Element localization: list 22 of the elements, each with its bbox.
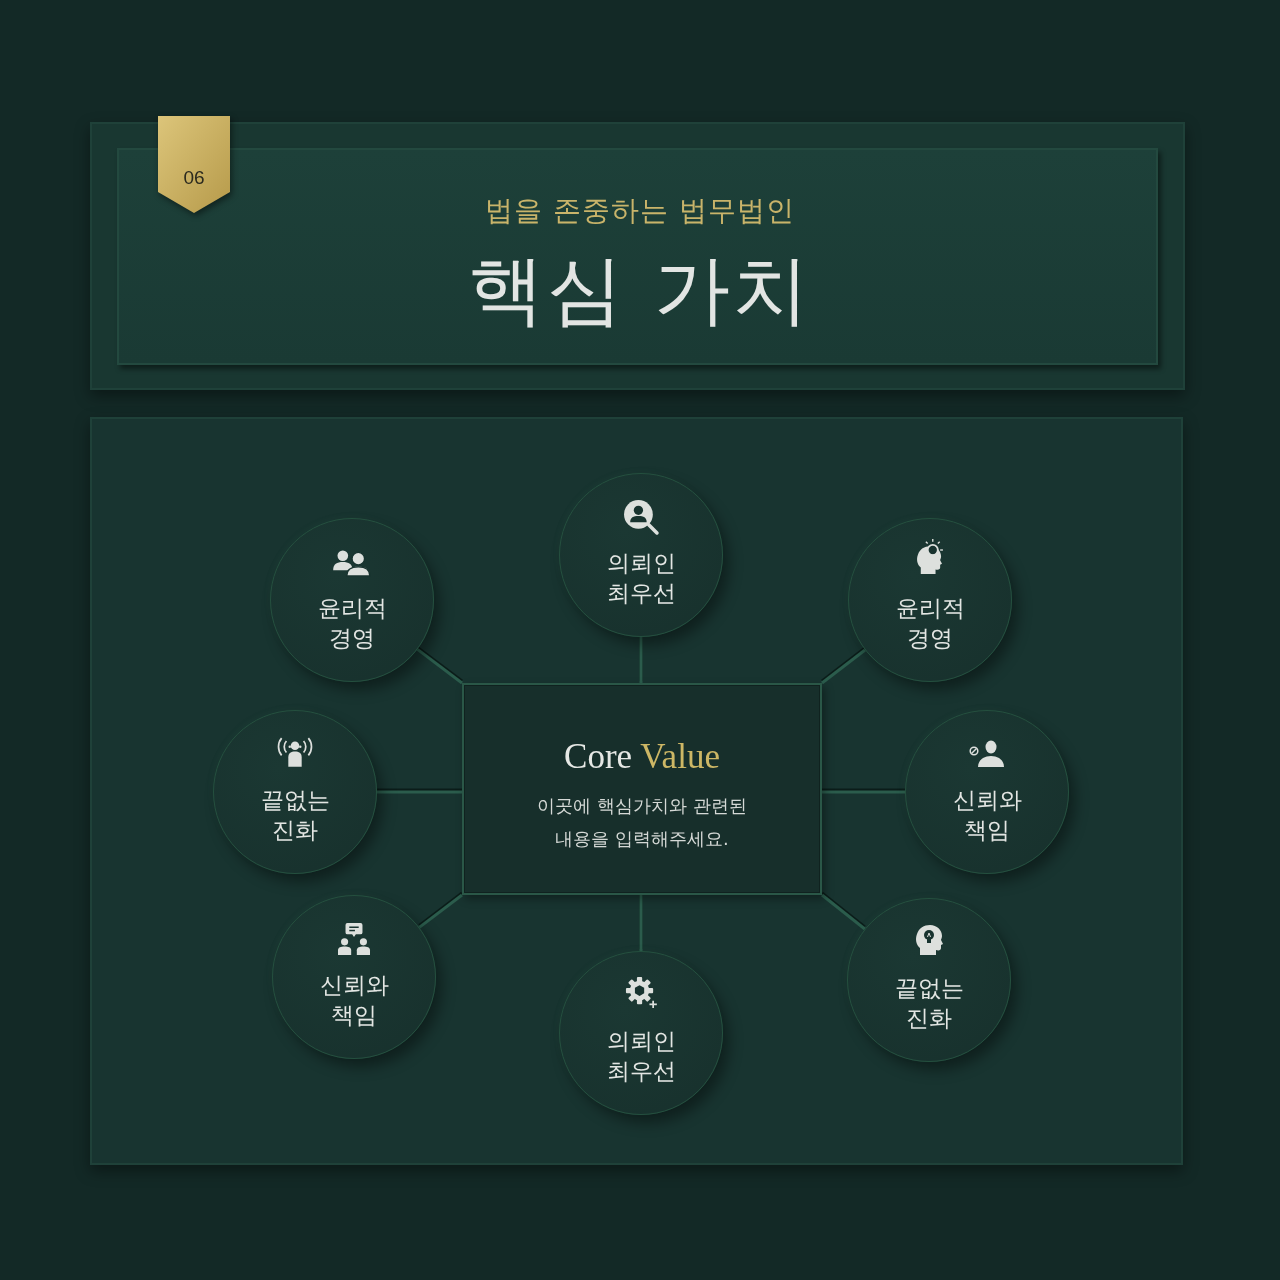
subtitle: 법을 존중하는 법무법인	[485, 194, 795, 228]
value-label: 신뢰와 책임	[952, 786, 1022, 845]
connector-line	[377, 790, 462, 794]
value-label: 의뢰인 최우선	[606, 549, 676, 608]
connector-line	[416, 648, 463, 685]
connector-line	[822, 790, 905, 794]
value-label: 끝없는 진화	[260, 786, 330, 845]
value-label: 윤리적 경영	[317, 594, 387, 653]
value-label: 윤리적 경영	[895, 594, 965, 653]
connector-line	[639, 895, 643, 951]
connector-line	[821, 893, 866, 931]
center-box	[462, 683, 822, 895]
connector-line	[821, 648, 866, 685]
value-label: 끝없는 진화	[894, 974, 964, 1033]
connector-line	[639, 637, 643, 683]
value-label: 의뢰인 최우선	[606, 1027, 676, 1086]
heading: Core Value	[564, 736, 720, 778]
body-text: 이곳에 핵심가치와 관련된 내용을 입력해주세요.	[536, 794, 748, 851]
badge: 06	[158, 116, 230, 213]
title: 핵심 가치	[468, 246, 812, 334]
connector-line	[418, 893, 463, 929]
value-label: 신뢰와 책임	[319, 971, 389, 1030]
